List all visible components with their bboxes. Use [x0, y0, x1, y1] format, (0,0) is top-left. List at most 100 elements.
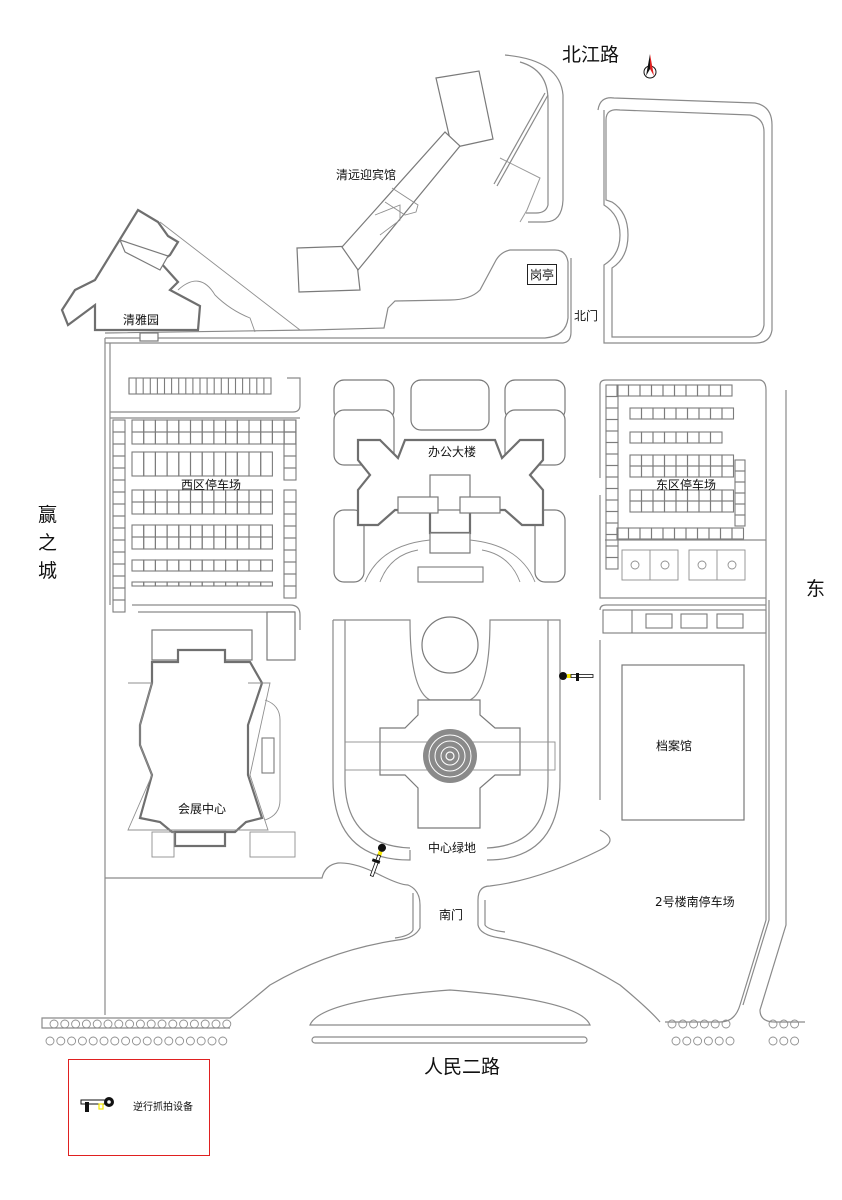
parking-stall: [225, 451, 238, 477]
parking-stall: [236, 419, 250, 433]
parking-stall: [650, 384, 664, 397]
parking-stall: [629, 500, 643, 513]
parking-stall: [605, 441, 619, 455]
parking-stall: [605, 464, 619, 478]
bollard: [131, 1036, 141, 1046]
parking-stall: [629, 465, 643, 478]
camera-icon[interactable]: [367, 842, 387, 878]
parking-stall: [627, 384, 641, 397]
parking-stall: [112, 599, 126, 613]
bollard: [164, 1036, 174, 1046]
parking-stall: [650, 527, 664, 540]
bollard: [153, 1036, 163, 1046]
bollard: [779, 1019, 789, 1029]
parking-stall: [143, 489, 156, 503]
parking-stall: [663, 454, 677, 467]
label-guesthouse[interactable]: 清远迎宾馆: [336, 168, 397, 182]
parking-stall: [260, 451, 273, 477]
parking-stall: [698, 407, 712, 420]
parking-stall: [225, 501, 238, 515]
reverse-capture-camera-icon: [80, 1097, 114, 1112]
bollard: [714, 1036, 724, 1046]
parking-stall: [236, 536, 250, 550]
parking-stall: [721, 454, 735, 467]
bollard: [218, 1036, 228, 1046]
parking-stall: [605, 522, 619, 536]
parking-stall: [154, 419, 168, 433]
parking-stall: [112, 575, 126, 589]
parking-stall: [675, 407, 689, 420]
parking-stall: [708, 527, 722, 540]
label-central-green[interactable]: 中心绿地: [428, 841, 477, 855]
parking-stall: [189, 501, 203, 515]
label-west-parking[interactable]: 西区停车场: [181, 478, 242, 492]
parking-stall: [605, 510, 619, 524]
parking-stall: [213, 419, 227, 433]
parking-stall: [629, 431, 643, 444]
bollard: [693, 1036, 703, 1046]
bollard: [790, 1019, 800, 1029]
parking-stall: [166, 501, 180, 515]
parking-stall: [605, 556, 619, 570]
parking-stall: [166, 536, 180, 550]
parking-stall: [201, 581, 215, 587]
parking-stall: [225, 524, 238, 538]
parking-stall: [734, 481, 746, 494]
parking-stall: [709, 454, 723, 467]
parking-stall: [112, 431, 126, 445]
bollard: [168, 1019, 178, 1029]
bollard: [49, 1019, 59, 1029]
parking-stall: [143, 536, 156, 550]
parking-stall: [663, 407, 677, 420]
parking-stall: [166, 489, 180, 503]
parking-stall: [698, 454, 712, 467]
camera-icon[interactable]: [559, 672, 594, 681]
east-road: [665, 390, 805, 1023]
bollard: [710, 1019, 720, 1029]
label-south-parking-bldg2[interactable]: 2号楼南停车场: [655, 895, 735, 909]
label-guard-booth[interactable]: 岗亭: [527, 264, 558, 285]
parking-stall: [260, 524, 273, 538]
parking-stall: [236, 524, 250, 538]
parking-stall: [154, 581, 168, 587]
bollard: [60, 1019, 70, 1029]
parking-stall: [629, 454, 643, 467]
label-convention-center[interactable]: 会展中心: [178, 802, 227, 816]
label-archives[interactable]: 档案馆: [656, 739, 693, 753]
bollard: [175, 1036, 185, 1046]
parking-stall: [627, 527, 641, 540]
parking-stall: [734, 503, 746, 516]
parking-stall: [605, 395, 619, 409]
label-south-gate[interactable]: 南门: [439, 908, 464, 922]
parking-stall: [213, 524, 227, 538]
convention-center: [127, 604, 301, 858]
parking-stall: [166, 581, 180, 587]
parking-stall: [260, 489, 273, 503]
parking-stall: [112, 587, 126, 601]
parking-stall: [112, 551, 126, 565]
guesthouse-building: [296, 70, 494, 293]
parking-stall: [189, 431, 203, 445]
road-label-west-1: 赢: [38, 504, 58, 526]
parking-stall: [131, 536, 145, 550]
parking-stall: [112, 527, 126, 541]
label-office-building[interactable]: 办公大楼: [428, 445, 477, 459]
label-north-gate[interactable]: 北门: [574, 309, 599, 323]
parking-stall: [112, 539, 126, 553]
parking-stall: [640, 489, 654, 502]
parking-stall: [616, 527, 630, 540]
parking-stall: [112, 563, 126, 577]
parking-stall: [112, 419, 126, 433]
parking-stall: [213, 451, 227, 477]
label-qingya-garden[interactable]: 清雅园: [123, 313, 160, 327]
parking-stall: [698, 431, 712, 444]
parking-stall: [260, 431, 273, 445]
parking-stall: [652, 431, 666, 444]
parking-stall: [189, 451, 203, 477]
parking-stall: [640, 454, 654, 467]
label-east-parking[interactable]: 东区停车场: [656, 478, 717, 492]
parking-stall: [734, 459, 746, 472]
parking-stall: [663, 500, 677, 513]
road-label-west-2: 之: [38, 532, 58, 554]
parking-stall: [112, 455, 126, 469]
